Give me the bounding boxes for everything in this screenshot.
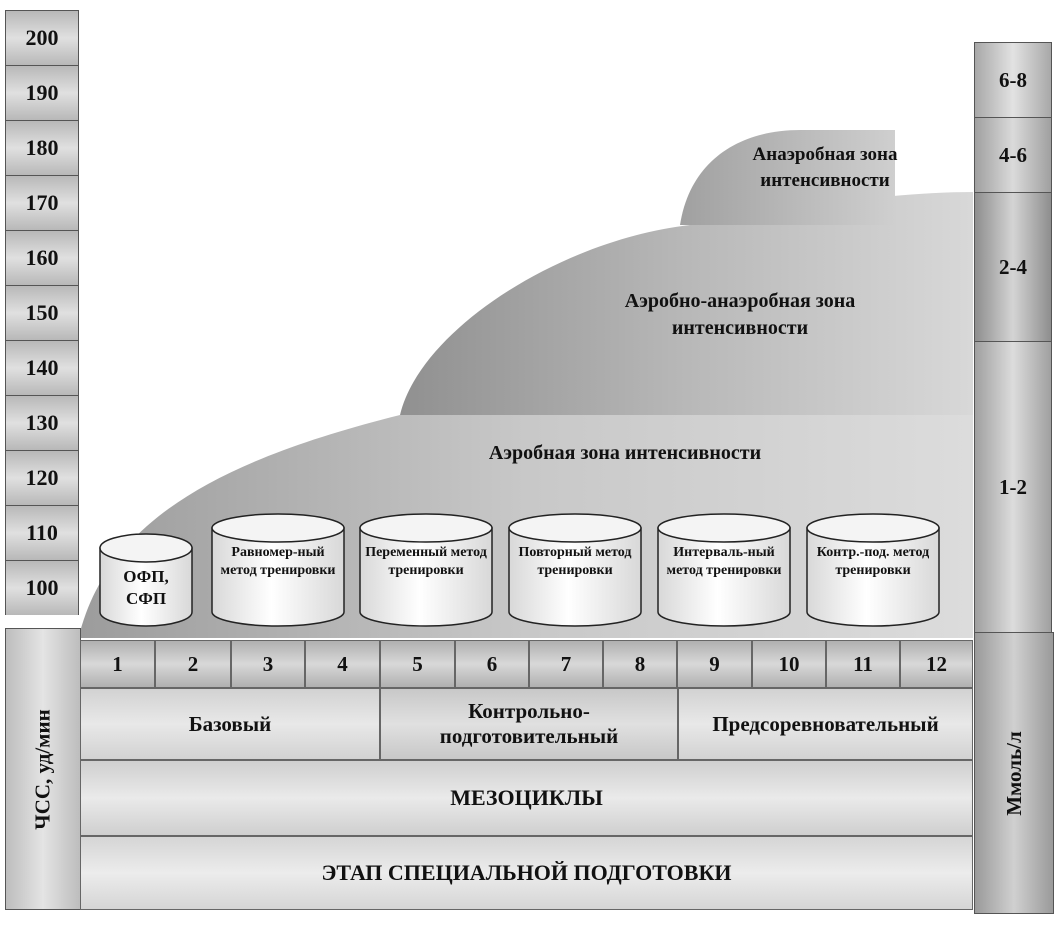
cylinder-top xyxy=(211,513,345,543)
microcycle-cell: 10 xyxy=(752,640,826,688)
heart-rate-tick: 200 xyxy=(5,10,79,65)
method-cylinder xyxy=(806,513,940,627)
method-cylinder xyxy=(508,513,642,627)
heart-rate-tick: 180 xyxy=(5,120,79,175)
microcycle-cell: 11 xyxy=(826,640,900,688)
method-label: Равномер-ный метод тренировки xyxy=(220,545,336,579)
mesocycles-band: МЕЗОЦИКЛЫ xyxy=(80,760,973,836)
microcycle-cell: 6 xyxy=(455,640,529,688)
microcycle-cell: 7 xyxy=(529,640,603,688)
cylinder-top xyxy=(508,513,642,543)
heart-rate-tick: 170 xyxy=(5,175,79,230)
cylinder-body xyxy=(211,527,345,627)
heart-rate-unit: ЧСС, уд/мин xyxy=(5,628,81,910)
cylinder-body xyxy=(508,527,642,627)
lactate-tick: 4-6 xyxy=(974,117,1052,192)
heart-rate-tick: 140 xyxy=(5,340,79,395)
mesocycles-row: Базовый Контрольно-подготовительный Пред… xyxy=(80,688,973,760)
method-label: Интерваль-ный метод тренировки xyxy=(666,545,782,579)
heart-rate-tick: 160 xyxy=(5,230,79,285)
method-label: Повторный метод тренировки xyxy=(518,545,632,579)
cylinder-top xyxy=(99,533,193,563)
anaerobic-zone-label: Анаэробная зона интенсивности xyxy=(752,144,898,191)
cylinder-body xyxy=(657,527,791,627)
stage-label: ЭТАП СПЕЦИАЛЬНОЙ ПОДГОТОВКИ xyxy=(80,836,973,910)
lactate-tick: 1-2 xyxy=(974,341,1052,632)
microcycle-cell: 1 xyxy=(80,640,155,688)
method-label: ОФП, СФП xyxy=(123,567,169,609)
lactate-unit-label: Ммоль/л xyxy=(1001,730,1026,816)
microcycle-cell: 8 xyxy=(603,640,677,688)
lactate-tick: 6-8 xyxy=(974,42,1052,117)
cylinder-body xyxy=(99,547,193,627)
heart-rate-tick: 150 xyxy=(5,285,79,340)
method-label: Переменный метод тренировки xyxy=(365,545,487,579)
microcycle-cell: 4 xyxy=(305,640,380,688)
microcycle-cell: 5 xyxy=(380,640,455,688)
microcycle-cell: 3 xyxy=(231,640,305,688)
aerobic-anaerobic-zone-label: Аэробно-анаэробная зона интенсивности xyxy=(624,290,856,339)
mesocycle-precompetition: Предсоревновательный xyxy=(678,688,973,760)
heart-rate-unit-label: ЧСС, уд/мин xyxy=(30,708,55,830)
heart-rate-tick: 130 xyxy=(5,395,79,450)
method-label: Контр.-под. метод тренировки xyxy=(816,545,930,579)
stage-band: ЭТАП СПЕЦИАЛЬНОЙ ПОДГОТОВКИ xyxy=(80,836,973,910)
lactate-unit: Ммоль/л xyxy=(974,632,1054,914)
cylinder-body xyxy=(806,527,940,627)
microcycle-cell: 2 xyxy=(155,640,231,688)
mesocycle-basic: Базовый xyxy=(80,688,380,760)
cylinder-top xyxy=(806,513,940,543)
cylinder-top xyxy=(359,513,493,543)
mesocycles-label: МЕЗОЦИКЛЫ xyxy=(80,760,973,836)
aerobic-anaerobic-zone-shape xyxy=(400,192,973,415)
method-cylinder xyxy=(211,513,345,627)
method-cylinder xyxy=(359,513,493,627)
heart-rate-tick: 190 xyxy=(5,65,79,120)
heart-rate-tick: 120 xyxy=(5,450,79,505)
cylinder-top xyxy=(657,513,791,543)
method-cylinder xyxy=(99,533,193,627)
heart-rate-tick: 100 xyxy=(5,560,79,615)
heart-rate-tick: 110 xyxy=(5,505,79,560)
cylinder-body xyxy=(359,527,493,627)
microcycle-cell: 9 xyxy=(677,640,752,688)
microcycle-cell: 12 xyxy=(900,640,973,688)
aerobic-zone-label: Аэробная зона интенсивности xyxy=(488,442,762,464)
mesocycle-control: Контрольно-подготовительный xyxy=(380,688,678,760)
lactate-tick: 2-4 xyxy=(974,192,1052,341)
anaerobic-zone-shape xyxy=(680,130,895,225)
method-cylinder xyxy=(657,513,791,627)
